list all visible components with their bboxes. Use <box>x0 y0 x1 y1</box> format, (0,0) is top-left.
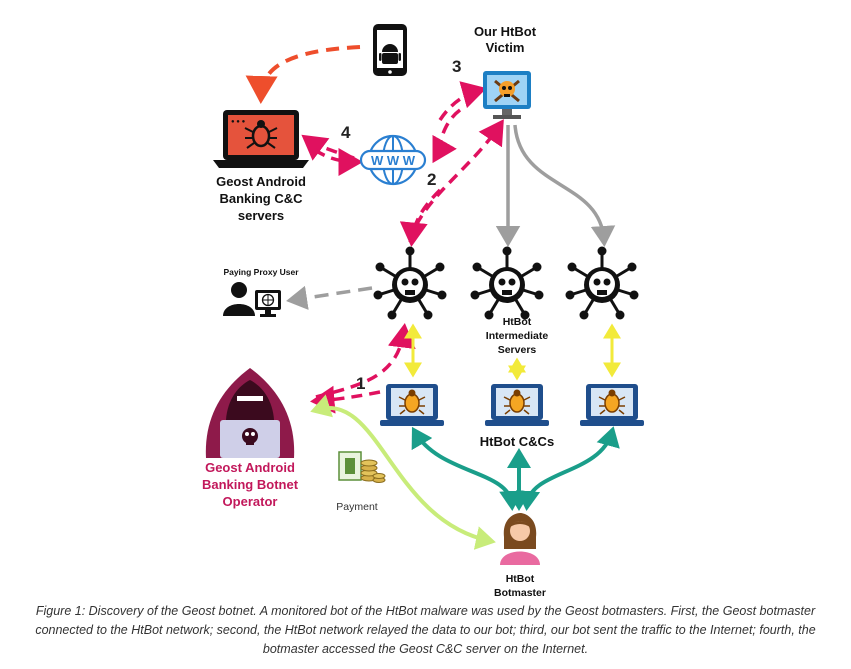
step-3-label: 3 <box>452 57 461 76</box>
arrow-step2-down <box>399 188 442 247</box>
arrow-step2-server-to-victim <box>408 119 504 243</box>
skull-server-icon <box>564 245 640 321</box>
hooded-hacker-icon <box>205 368 295 458</box>
geost-cc-label-line3: servers <box>238 208 284 223</box>
android-phone-icon <box>373 24 407 76</box>
operator-label-line2: Banking Botnet <box>202 477 299 492</box>
paying-proxy-label: Paying Proxy User <box>223 267 299 277</box>
arrow-step3-to-victim <box>438 81 487 121</box>
skull-server-icon <box>372 245 448 321</box>
www-label: W W W <box>371 153 416 168</box>
arrow-step3-victim-to-www <box>432 108 462 164</box>
payment-label: Payment <box>336 501 378 513</box>
intermediate-label-line1: HtBot <box>503 316 532 328</box>
svg-text:● ● ●: ● ● ● <box>231 119 246 125</box>
operator-label-line3: Operator <box>223 494 278 509</box>
skull-monitor-icon <box>483 71 531 119</box>
globe-www-icon: W W W <box>359 134 427 186</box>
htbot-ccs-label: HtBot C&Cs <box>480 434 554 449</box>
money-payment-icon <box>338 451 386 483</box>
geost-cc-label-line2: Banking C&C <box>219 191 303 206</box>
skull-server-icon <box>469 245 545 321</box>
intermediate-label-line2: Intermediate <box>486 330 549 342</box>
step-1-label: 1 <box>356 374 365 393</box>
arrow-victim-to-right-server <box>513 124 616 247</box>
bug-monitor-icon <box>379 383 445 427</box>
victim-label-line2: Victim <box>486 40 525 55</box>
arrow-server-to-proxy-user <box>286 285 373 311</box>
arrow-step4-cc-to-www <box>314 147 363 176</box>
operator-label-line1: Geost Android <box>205 460 295 475</box>
link-botmaster-right-cc <box>516 426 620 511</box>
bug-laptop-icon: ● ● ● <box>213 110 309 168</box>
botmaster-label-line2: Botmaster <box>494 587 546 599</box>
bug-monitor-icon <box>484 383 550 427</box>
intermediate-label-line3: Servers <box>498 344 537 356</box>
geost-cc-label-line1: Geost Android <box>216 174 306 189</box>
woman-avatar-icon <box>500 513 540 565</box>
arrow-step1-operator-to-proxy <box>315 323 416 399</box>
victim-label-line1: Our HtBot <box>474 24 537 39</box>
figure-caption: Figure 1: Discovery of the Geost botnet.… <box>35 604 816 656</box>
link-operator-botmaster-payment <box>310 394 496 550</box>
proxy-user-icon <box>223 282 281 317</box>
step-4-label: 4 <box>341 123 351 142</box>
arrow-android-to-cc <box>245 45 361 104</box>
botmaster-label-line1: HtBot <box>506 573 535 585</box>
bug-monitor-icon <box>579 383 645 427</box>
step-2-label: 2 <box>427 170 436 189</box>
